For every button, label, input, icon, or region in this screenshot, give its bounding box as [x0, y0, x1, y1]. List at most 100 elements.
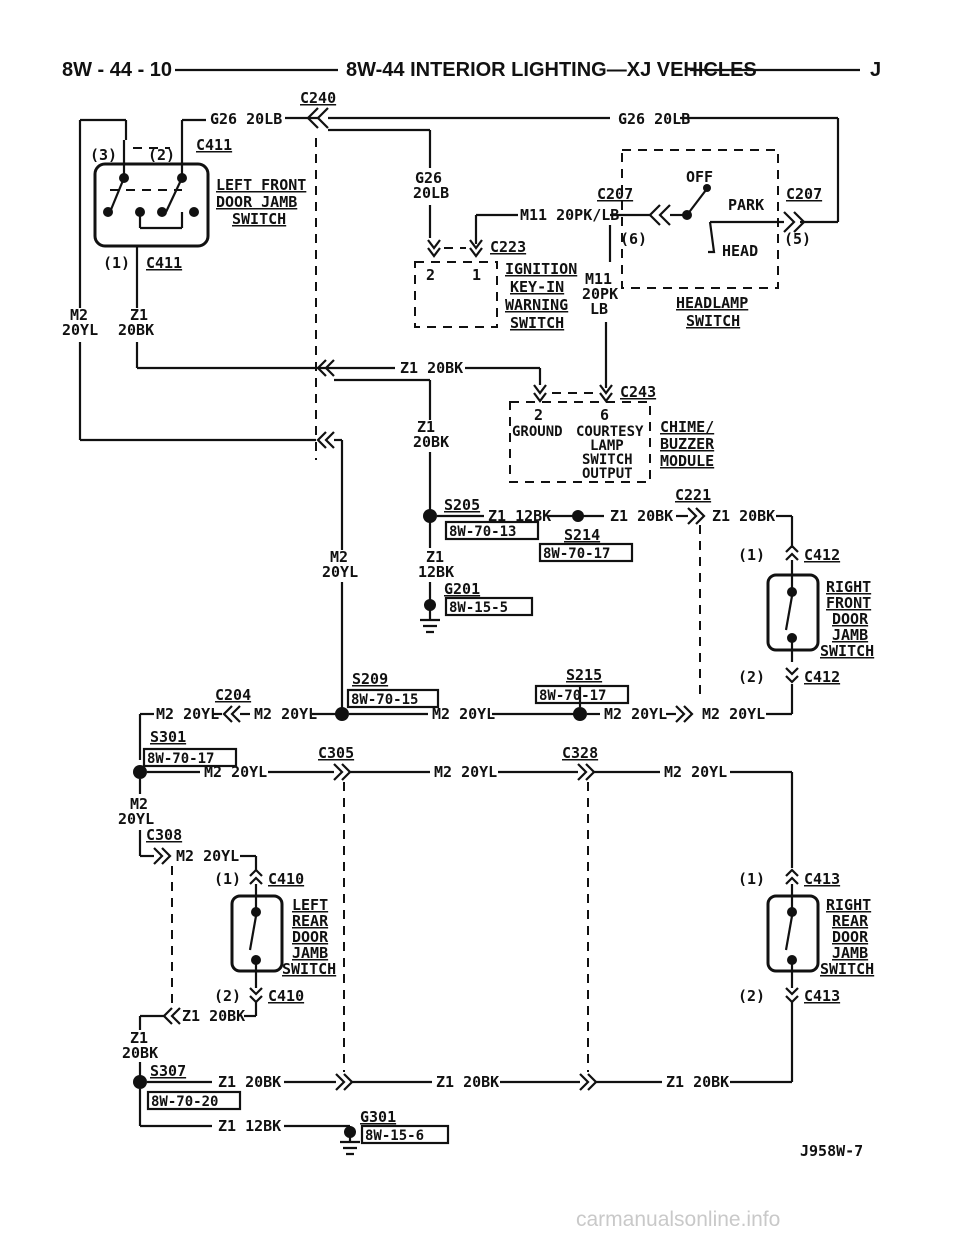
headlamp-switch-box [621, 149, 779, 289]
switch-blade [784, 915, 794, 951]
wire-z1-b3: Z1 20BK [666, 1073, 729, 1091]
ref-box [534, 684, 630, 705]
splice-dot [335, 707, 349, 721]
wire-m2-e: M2 20YL [702, 705, 765, 723]
headlamp-park: PARK [728, 196, 764, 214]
connector-c207: C207 [597, 185, 633, 203]
connector-symbol [153, 847, 172, 865]
rf-label-5: SWITCH [820, 642, 874, 660]
connector-symbol [533, 384, 547, 403]
wire-m2-b: M2 20YL [254, 705, 317, 723]
connector-symbol [783, 211, 806, 233]
splice-s214: S214 [564, 526, 600, 544]
wire-z1-b4: Z1 12BK [218, 1117, 281, 1135]
contact [787, 587, 797, 597]
pin-c223-2: 2 [426, 266, 435, 284]
connector-symbol [785, 544, 799, 561]
contact [787, 907, 797, 917]
pin-c243-6: 6 [600, 406, 609, 424]
wire-m2-g: M2 20YL [434, 763, 497, 781]
wire-g26-left: G26 20LB [210, 110, 282, 128]
pin-c410-2: (2) [214, 987, 241, 1005]
wire-m11-v3: LB [590, 300, 608, 318]
wire-m2-mid1: M2 [330, 548, 348, 566]
connector-c413-b: C413 [804, 987, 840, 1005]
pin-3: (3) [90, 146, 117, 164]
wire-z1-l1: Z1 [130, 306, 148, 324]
splice-dot [423, 509, 437, 523]
chime-pin-switch: SWITCH [582, 452, 633, 468]
lr-label-4: JAMB [292, 944, 328, 962]
wire-m2-c: M2 20YL [432, 705, 495, 723]
ref-box [444, 596, 534, 617]
connector-symbol [687, 507, 706, 525]
chime-pin-lamp: LAMP [590, 438, 624, 454]
wire-z1-20bk-a: Z1 20BK [610, 507, 673, 525]
pin-2: (2) [148, 146, 175, 164]
splice-s307: S307 [150, 1062, 186, 1080]
pin-1: (1) [103, 254, 130, 272]
wire-z1-410: Z1 20BK [182, 1007, 245, 1025]
connector-c240: C240 [300, 89, 336, 107]
rf-label-4: JAMB [832, 626, 868, 644]
connector-symbol [785, 667, 799, 684]
connector-c413: C413 [804, 870, 840, 888]
contact [703, 184, 711, 192]
wire-g26-v1: G26 [415, 169, 442, 187]
connector-symbol [675, 705, 694, 723]
pin-c243-2: 2 [534, 406, 543, 424]
connector-symbol [648, 204, 671, 226]
rr-label-5: SWITCH [820, 960, 874, 978]
connector-symbol [316, 431, 335, 449]
ground-g201-ref: 8W-15-5 [449, 600, 508, 616]
connector-c243: C243 [620, 383, 656, 401]
chime-label-3: MODULE [660, 452, 714, 470]
watermark: carmanualsonline.info [576, 1208, 780, 1231]
connector-symbol [577, 763, 596, 781]
lr-label-3: DOOR [292, 928, 329, 946]
rr-label-3: DOOR [832, 928, 869, 946]
rr-label-1: RIGHT [826, 896, 871, 914]
switch-blade [784, 595, 794, 631]
ref-box [146, 1090, 242, 1111]
wire-z1-v4: 20BK [122, 1044, 158, 1062]
splice-s301-ref: 8W-70-17 [147, 751, 214, 767]
connector-symbol [427, 239, 441, 258]
splice-s301: S301 [150, 728, 186, 746]
pin-5: (5) [784, 230, 811, 248]
lf-switch-label-3: SWITCH [232, 210, 286, 228]
wire-z1-12bk-v2: 12BK [418, 563, 454, 581]
pin-c413-1: (1) [738, 870, 765, 888]
wire-m2-d: M2 20YL [604, 705, 667, 723]
rr-label-2: REAR [832, 912, 869, 930]
ref-box [444, 520, 540, 541]
splice-s205-ref: 8W-70-13 [449, 524, 516, 540]
switch-blade [165, 177, 183, 213]
ignition-label-1: IGNITION [505, 260, 577, 278]
pin-c413-2: (2) [738, 987, 765, 1005]
chime-pin-courtesy: COURTESY [576, 424, 644, 440]
contact [189, 207, 199, 217]
wire-m2-v2: 20YL [118, 810, 154, 828]
wire-z1-12bk-v1: Z1 [426, 548, 444, 566]
splice-s209-ref: 8W-70-15 [351, 692, 418, 708]
wire-z1-12bk: Z1 12BK [488, 507, 551, 525]
wire-m2-mid2: 20YL [322, 563, 358, 581]
pin-6: (6) [620, 230, 647, 248]
connector-symbol [579, 1073, 598, 1091]
connector-symbol [249, 987, 263, 1004]
connector-symbol [333, 763, 352, 781]
rr-label-4: JAMB [832, 944, 868, 962]
connector-symbol [785, 868, 799, 885]
wire-m2-v1: M2 [130, 795, 148, 813]
wire-z1-l2: 20BK [118, 321, 154, 339]
lr-label-2: REAR [292, 912, 329, 930]
chime-pin-output: OUTPUT [582, 466, 633, 482]
ref-box [360, 1124, 450, 1145]
wire-z1-mid: Z1 20BK [400, 359, 463, 377]
wire-z1-v2: 20BK [413, 433, 449, 451]
connector-symbol [222, 705, 241, 723]
connector-c308: C308 [146, 826, 182, 844]
ground-dot [424, 599, 436, 611]
